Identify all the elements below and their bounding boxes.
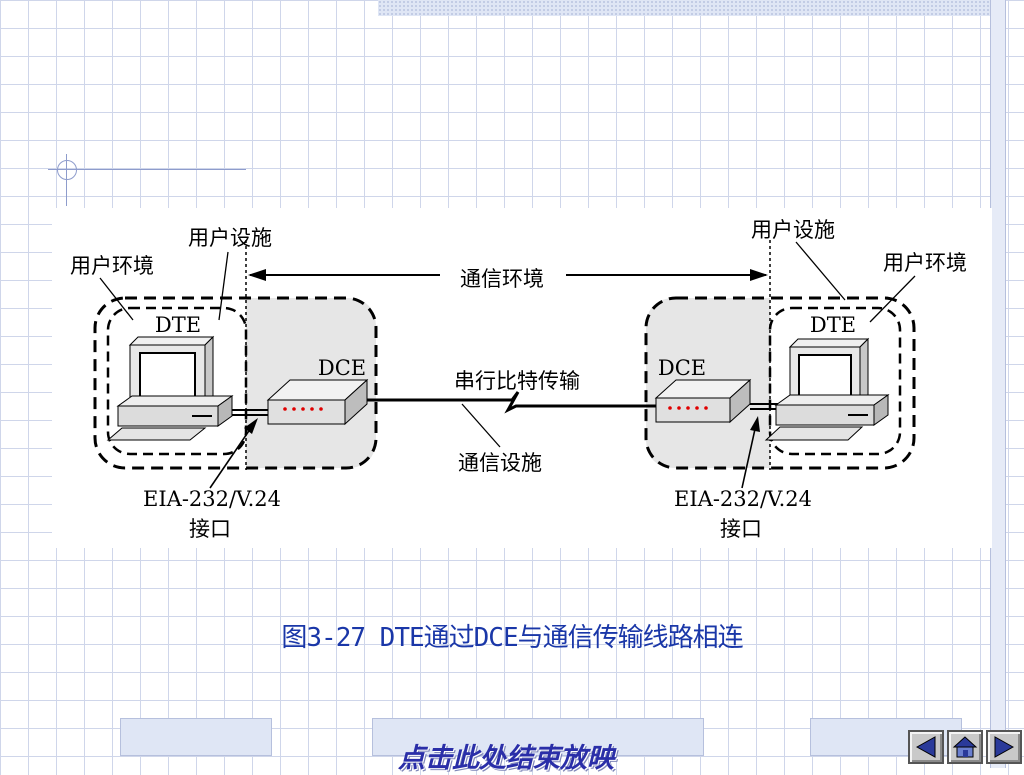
next-arrow-icon (994, 736, 1015, 758)
label-user-env-left: 用户环境 (70, 254, 154, 278)
label-serial-transmission: 串行比特传输 (454, 369, 580, 393)
left-user-env-box (93, 296, 378, 470)
end-show-link[interactable]: 点击此处结束放映 (398, 743, 614, 774)
interface-arrowhead-left (244, 418, 258, 434)
left-dce-modem-icon (266, 378, 369, 426)
footer-decoration-left (120, 718, 272, 756)
label-interface-name-left: EIA-232/V.24 (143, 487, 281, 511)
right-user-env-box (644, 296, 916, 470)
figure-caption: 图3-27 DTE通过DCE与通信传输线路相连 (281, 623, 743, 653)
comm-env-arrowhead-left (248, 269, 266, 281)
home-button[interactable] (947, 730, 983, 764)
right-computer-icon (764, 337, 890, 441)
diagram-panel: 用户设施 用户环境 DTE DCE 通信环境 串行比特传输 通信设施 DCE D… (52, 208, 992, 548)
comm-env-arrowhead-right (750, 269, 768, 281)
leader-comm-facility (461, 403, 501, 448)
label-comm-env: 通信环境 (460, 267, 544, 291)
label-user-facility-right: 用户设施 (751, 218, 835, 242)
dte-dce-diagram: 用户设施 用户环境 DTE DCE 通信环境 串行比特传输 通信设施 DCE D… (70, 218, 967, 541)
label-user-facility-left: 用户设施 (188, 226, 272, 250)
label-interface-right: 接口 (720, 517, 762, 541)
prev-button[interactable] (908, 730, 944, 764)
interface-arrowhead-right (750, 416, 760, 432)
interface-arrow-right (741, 419, 758, 489)
label-comm-facility: 通信设施 (458, 451, 542, 475)
label-interface-name-right: EIA-232/V.24 (674, 487, 812, 511)
prev-arrow-icon (915, 736, 936, 758)
home-icon (952, 736, 978, 758)
left-computer-icon (106, 335, 234, 441)
label-interface-left: 接口 (189, 517, 231, 541)
interface-arrow-left (209, 421, 256, 489)
label-dce-left: DCE (318, 356, 366, 380)
leader-user-facility-right (795, 241, 846, 301)
leader-user-facility-left (218, 251, 229, 321)
leader-user-env-right (869, 275, 916, 323)
right-dce-modem-icon (654, 378, 752, 424)
top-decoration-band (378, 0, 990, 16)
next-button[interactable] (986, 730, 1022, 764)
leader-user-env-left (99, 277, 134, 321)
label-dce-right: DCE (658, 356, 706, 380)
label-user-env-right: 用户环境 (883, 251, 967, 275)
serial-transmission-line (367, 391, 656, 414)
label-dte-left: DTE (155, 313, 201, 337)
label-dte-right: DTE (810, 313, 856, 337)
footer-decoration-middle (372, 718, 704, 756)
